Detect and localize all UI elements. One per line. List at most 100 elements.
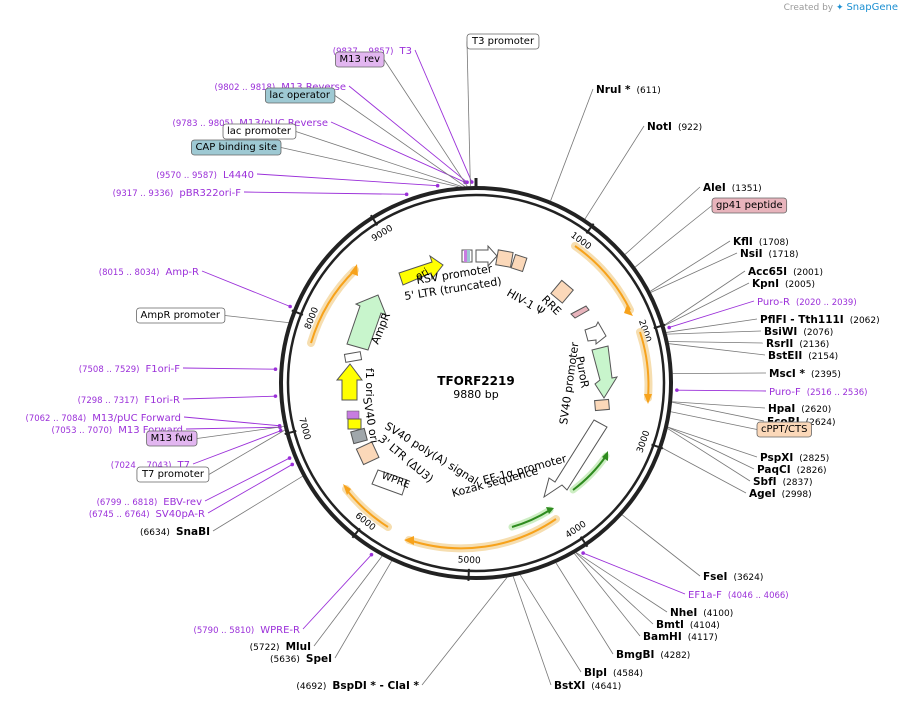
feature-name: T3 promoter bbox=[471, 36, 535, 47]
feature-box-bg bbox=[265, 87, 336, 104]
sv40-promoter-arrow bbox=[584, 320, 607, 346]
feature-label-box: M13 rev bbox=[335, 51, 385, 68]
enzyme-label: Acc65I(2001) bbox=[748, 266, 823, 278]
enzyme-name: NsiI bbox=[740, 248, 763, 260]
enzyme-name: PaqCI bbox=[757, 464, 791, 476]
feature-connector bbox=[280, 147, 459, 188]
enzyme-position: (4282) bbox=[660, 651, 690, 661]
feature-connector bbox=[334, 95, 465, 187]
primer: (5790 .. 5810)WPRE-R bbox=[194, 625, 301, 636]
feature-label-box: gp41 peptide bbox=[711, 197, 788, 214]
feature-name: T7 promoter bbox=[141, 469, 205, 480]
enzyme-site: RsrII (2136) bbox=[766, 338, 829, 350]
primer-label: Puro-R(2020 .. 2039) bbox=[757, 297, 857, 308]
enzyme-connector bbox=[212, 475, 303, 532]
enzyme-site: NotI(922) bbox=[647, 121, 702, 133]
primer-label: (6745 .. 6764)SV40pA-R bbox=[89, 509, 205, 520]
enzyme-connector bbox=[584, 125, 645, 220]
enzyme-connector bbox=[512, 576, 552, 686]
primer-site-marker bbox=[667, 325, 671, 330]
primer-name: T3 bbox=[399, 46, 412, 57]
feature-label-box: cPPT/CTS bbox=[756, 421, 812, 438]
enzyme-position: (1708) bbox=[759, 238, 789, 248]
enzyme-site: KpnI(2005) bbox=[752, 278, 815, 290]
primer-label: (6799 .. 6818)EBV-rev bbox=[97, 497, 202, 508]
primer-connector bbox=[182, 395, 276, 400]
enzyme-position: (2825) bbox=[799, 454, 829, 464]
primer-name: Puro-F bbox=[769, 387, 801, 398]
primer-label: (9802 .. 9818)M13 Reverse bbox=[215, 82, 346, 93]
primer-connector bbox=[669, 300, 755, 328]
enzyme-position: (4100) bbox=[703, 609, 733, 619]
enzyme-label: PspXI (2825) bbox=[760, 452, 829, 464]
feature-name: AmpR promoter bbox=[141, 310, 221, 321]
feature-arc-right bbox=[636, 328, 653, 404]
enzyme-label: NruI *(611) bbox=[596, 84, 661, 96]
enzyme-site: BstEII(2154) bbox=[768, 350, 838, 362]
primer-range: (2516 .. 2536) bbox=[807, 388, 868, 398]
primer-site-marker bbox=[675, 388, 679, 392]
enzyme-name: FseI bbox=[703, 571, 727, 583]
primer-site-marker bbox=[404, 192, 409, 197]
primer-connector bbox=[302, 554, 372, 630]
primer-label: (7298 .. 7317)F1ori-R bbox=[78, 395, 180, 406]
feature-label-box: T3 promoter bbox=[466, 33, 540, 50]
primer-label: (5790 .. 5810)WPRE-R bbox=[194, 625, 301, 636]
rsv-promoter-arrow bbox=[461, 244, 498, 268]
primer-name: SV40pA-R bbox=[156, 509, 205, 520]
primer-name: F1ori-F bbox=[146, 364, 181, 375]
primer-label: (7062 .. 7084)M13/pUC Forward bbox=[26, 413, 181, 424]
tick-mark bbox=[653, 323, 666, 330]
enzyme-site: BsiWI(2076) bbox=[764, 326, 833, 338]
plasmid-size: 9880 bp bbox=[453, 388, 498, 401]
feature-box-bg bbox=[146, 430, 198, 447]
enzyme-connector bbox=[555, 562, 614, 655]
primer-name: T7 bbox=[177, 460, 190, 471]
feature-label-box: T7 promoter bbox=[136, 466, 210, 483]
primer-range: (9570 .. 9587) bbox=[156, 171, 217, 181]
primer-range: (7053 .. 7070) bbox=[52, 426, 113, 436]
enzyme-connector bbox=[576, 552, 668, 613]
enzyme-name: PspXI bbox=[760, 452, 793, 464]
feature-name: lac operator bbox=[269, 90, 330, 101]
enzyme-label: SbfI(2837) bbox=[753, 476, 813, 488]
feature-box-bg bbox=[222, 123, 297, 140]
enzyme-connector bbox=[668, 343, 766, 356]
primer: (8015 .. 8034)Amp-R bbox=[99, 267, 199, 278]
f1-ori-arrow bbox=[335, 363, 363, 401]
primer-name: L4440 bbox=[223, 170, 254, 181]
tick-label: 3000 bbox=[635, 429, 652, 454]
enzyme-label: BstXI(4641) bbox=[554, 680, 621, 692]
enzyme-connector bbox=[624, 186, 701, 255]
enzyme-position: (2998) bbox=[782, 490, 812, 500]
inner-label-f1-ori: f1 ori bbox=[363, 368, 376, 397]
enzyme-position: (1718) bbox=[769, 250, 799, 260]
enzyme-label: KpnI(2005) bbox=[752, 278, 815, 290]
enzyme-site: FseI(3624) bbox=[703, 571, 763, 583]
enzyme-label: (4692)BspDI * - ClaI * bbox=[296, 680, 419, 692]
enzyme-position: (2136) bbox=[799, 340, 829, 350]
primer-site-marker bbox=[369, 552, 374, 557]
enzyme-site: NsiI (1718) bbox=[740, 248, 798, 260]
primer-label: (7024 .. 7043)T7 bbox=[111, 460, 190, 471]
enzyme-site: PflFI - Tth111I(2062) bbox=[760, 314, 880, 326]
enzyme-site: (6634)SnaBI bbox=[140, 526, 210, 538]
tick-mark bbox=[585, 223, 595, 234]
primer-range: (9783 .. 9805) bbox=[173, 119, 234, 129]
enzyme-label: BmgBI(4282) bbox=[616, 649, 690, 661]
cppt-box bbox=[594, 398, 610, 412]
enzyme-connector bbox=[664, 282, 750, 326]
enzyme-name: RsrII bbox=[766, 338, 793, 350]
enzyme-position: (2620) bbox=[801, 405, 831, 415]
enzyme-position: (6634) bbox=[140, 528, 170, 538]
primer-site-marker bbox=[581, 551, 585, 555]
feature-arc-green-lower bbox=[508, 506, 554, 531]
enzyme-position: (2005) bbox=[785, 280, 815, 290]
primer-connector bbox=[183, 416, 280, 427]
primer-name: EBV-rev bbox=[163, 497, 202, 508]
primer-label: (8015 .. 8034)Amp-R bbox=[99, 267, 199, 278]
tick-label: 7000 bbox=[296, 417, 312, 442]
enzyme-position: (611) bbox=[637, 86, 661, 96]
tick-mark bbox=[579, 536, 589, 548]
enzyme-name: NheI bbox=[670, 607, 697, 619]
